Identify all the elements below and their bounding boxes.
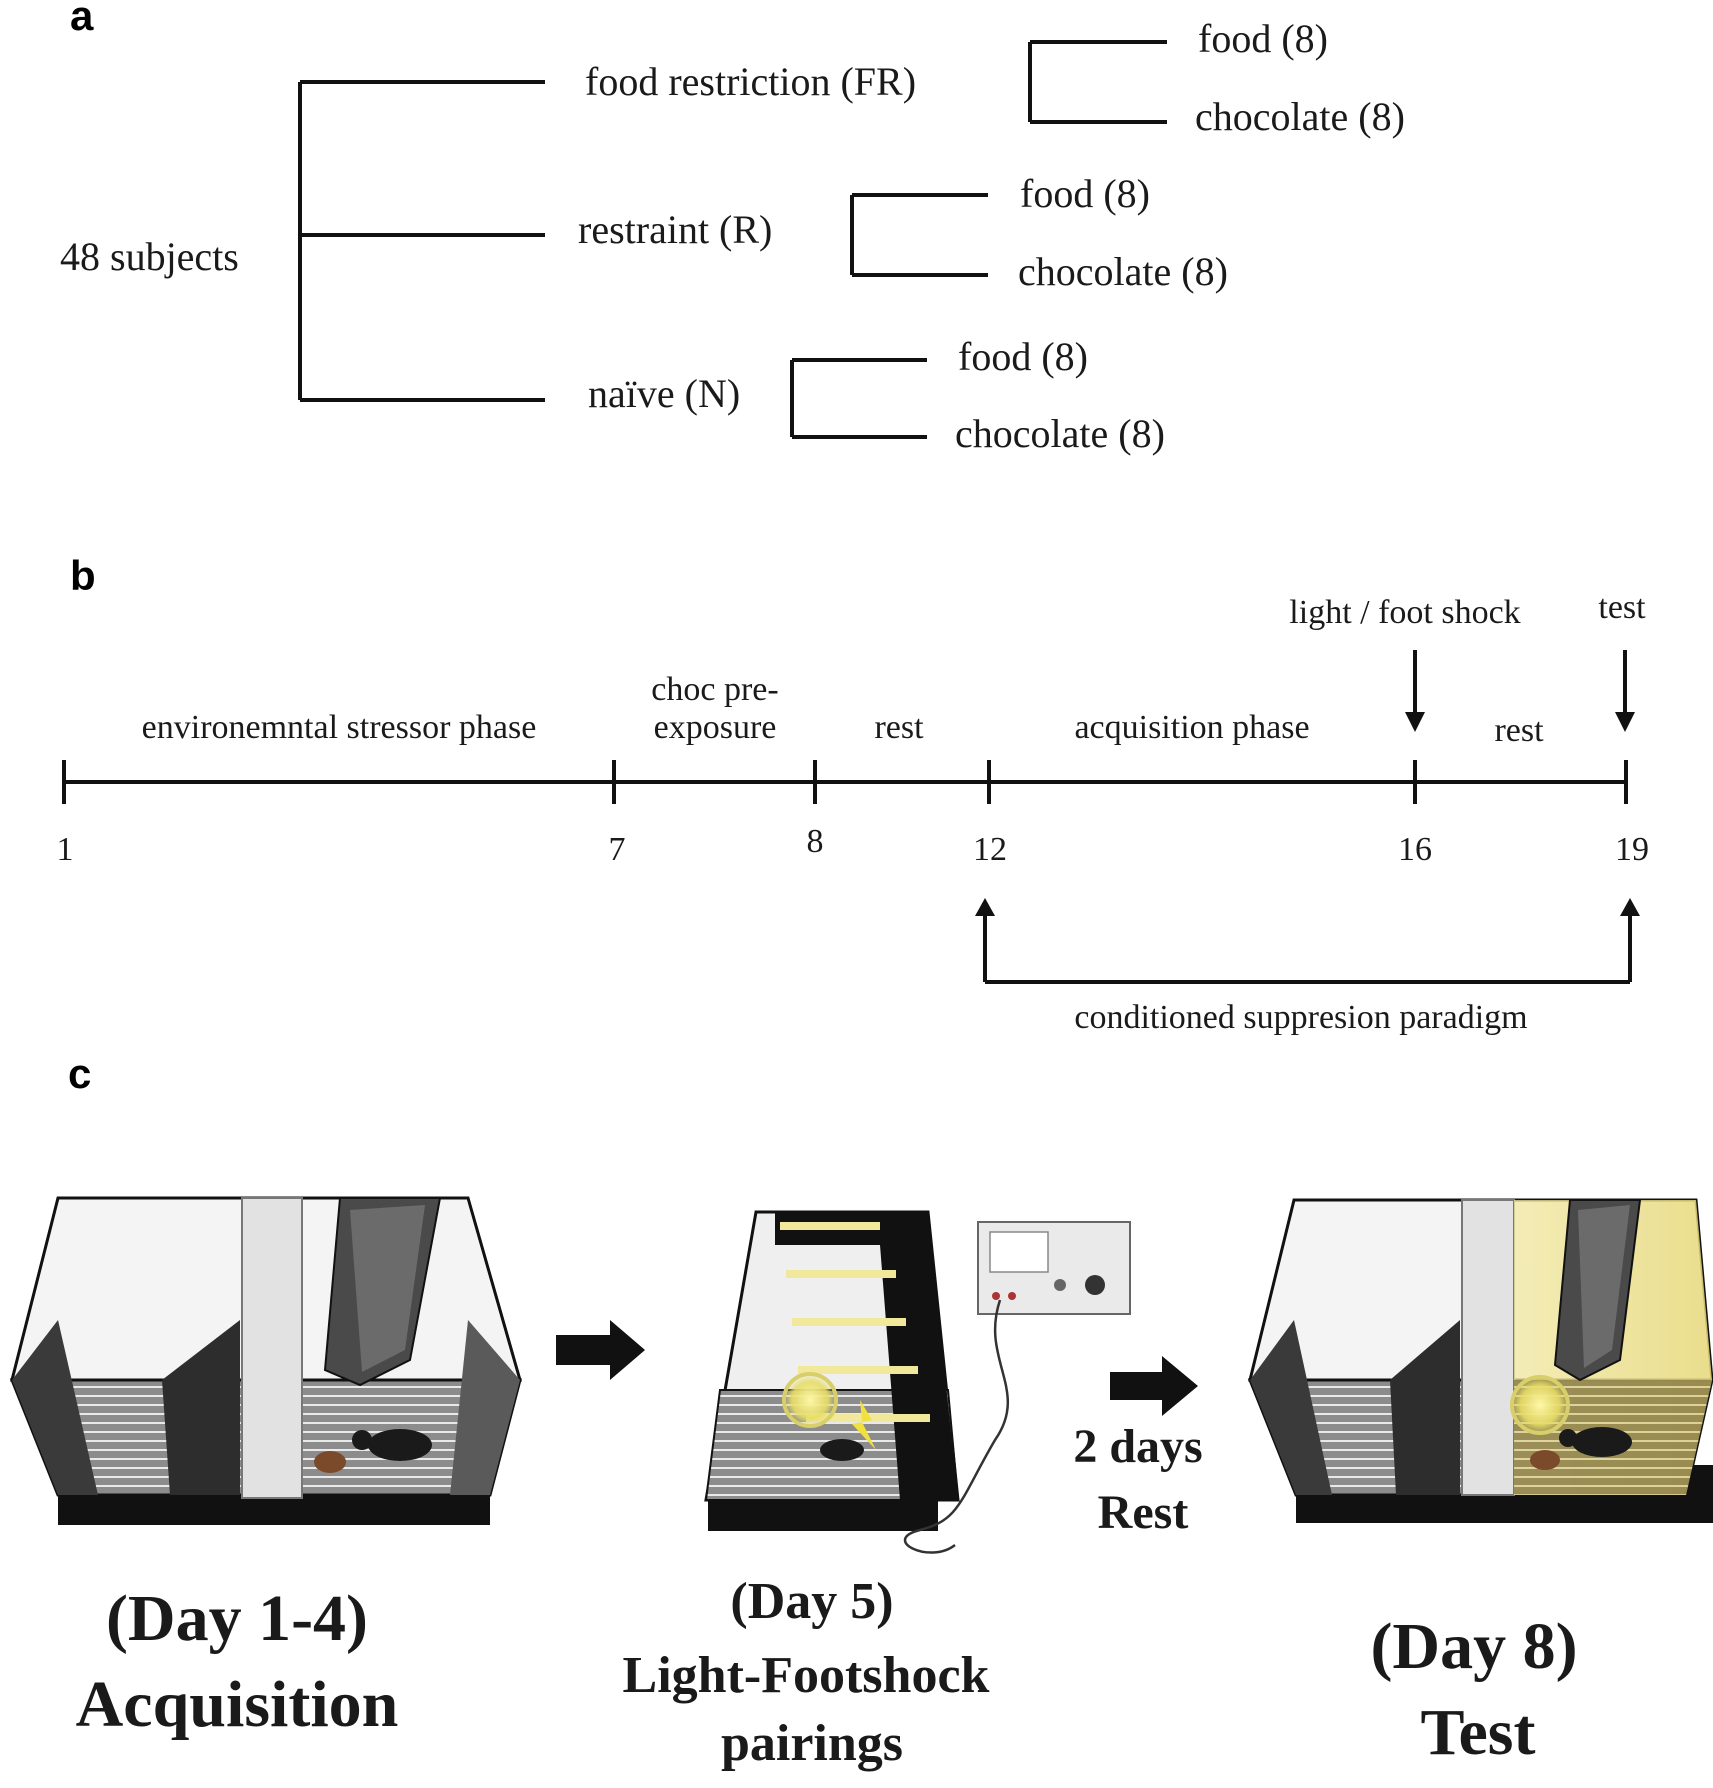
panel-a-letter: a	[70, 0, 94, 39]
fr-bracket	[1028, 40, 1167, 124]
panel-a: a 48 subjects food restriction (FR) rest…	[60, 0, 1405, 456]
root-bracket	[298, 80, 545, 402]
paradigm-bracket	[975, 898, 1640, 984]
tick-label-8: 8	[807, 823, 824, 860]
pairing-caption-line1: (Day 5)	[730, 1573, 893, 1630]
phase-label-acquisition: acquisition phase	[1074, 709, 1309, 746]
rest-caption-line2: Rest	[1098, 1486, 1189, 1539]
timeline-tick-marks	[62, 760, 1628, 804]
pairing-cage-illustration	[704, 1210, 1131, 1554]
tick-label-16: 16	[1398, 831, 1432, 868]
step-arrow-1	[556, 1320, 645, 1380]
group-label-fr: food restriction (FR)	[585, 59, 916, 104]
paradigm-label: conditioned suppresion paradigm	[1074, 999, 1527, 1036]
group-label-r: restraint (R)	[578, 207, 772, 252]
n-food-label: food (8)	[958, 334, 1088, 379]
tick-label-1: 1	[57, 831, 74, 868]
pairing-caption-line2: Light-Footshock	[623, 1647, 990, 1704]
tree-root-label: 48 subjects	[60, 234, 239, 279]
n-bracket	[790, 358, 927, 439]
tick-label-7: 7	[609, 831, 626, 868]
test-cage-illustration	[1247, 1198, 1713, 1523]
tick-label-19: 19	[1615, 831, 1649, 868]
panel-c: c	[9, 1050, 1713, 1772]
event-label-test: test	[1598, 589, 1646, 626]
panel-b: b 1 7 8 12 16 19 environemntal stressor …	[57, 552, 1650, 1036]
event-label-light-shock: light / foot shock	[1289, 594, 1520, 631]
acquisition-caption-line2: Acquisition	[76, 1668, 399, 1741]
phase-label-env-stressor: environemntal stressor phase	[142, 709, 537, 746]
phase-label-rest-1: rest	[874, 709, 924, 746]
group-label-n: naïve (N)	[588, 371, 740, 416]
test-caption-line2: Test	[1421, 1696, 1536, 1769]
light-shock-arrow	[1405, 650, 1425, 732]
rest-caption-line1: 2 days	[1073, 1420, 1202, 1473]
n-chocolate-label: chocolate (8)	[955, 411, 1165, 456]
panel-c-letter: c	[68, 1050, 91, 1097]
phase-label-choc-line1: choc pre-	[651, 671, 778, 708]
r-food-label: food (8)	[1020, 171, 1150, 216]
acquisition-caption-line1: (Day 1-4)	[106, 1582, 368, 1655]
phase-label-rest-2: rest	[1494, 712, 1544, 749]
panel-b-letter: b	[70, 552, 96, 599]
fr-food-label: food (8)	[1198, 16, 1328, 61]
acquisition-cage-illustration	[9, 1196, 522, 1525]
r-chocolate-label: chocolate (8)	[1018, 249, 1228, 294]
step-arrow-2	[1110, 1356, 1198, 1416]
phase-label-choc-line2: exposure	[654, 709, 777, 746]
r-bracket	[850, 193, 988, 277]
fr-chocolate-label: chocolate (8)	[1195, 94, 1405, 139]
test-arrow	[1615, 650, 1635, 732]
pairing-caption-line3: pairings	[721, 1715, 903, 1772]
test-caption-line1: (Day 8)	[1370, 1610, 1577, 1683]
tick-label-12: 12	[973, 831, 1007, 868]
